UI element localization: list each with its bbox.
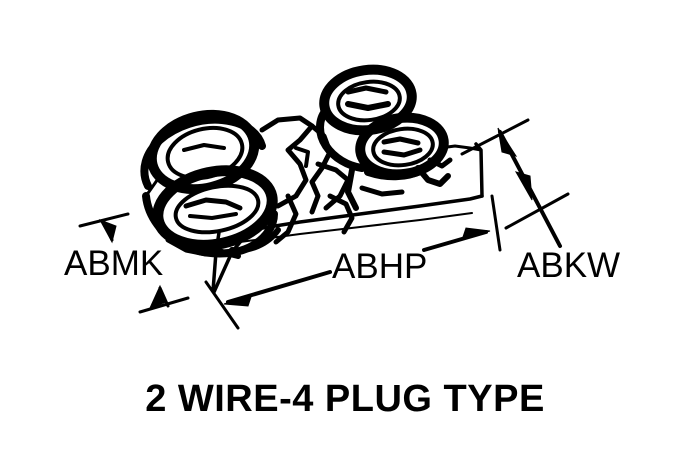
abkw-arrowhead-upper [497, 127, 518, 157]
abmk-extension-upper [78, 212, 130, 228]
ridge-left-wall [259, 115, 315, 209]
cast-texture-right-2 [427, 157, 453, 169]
plug-2-contact-detail [182, 143, 226, 152]
plug-1-inner-ring [173, 183, 261, 235]
plug-cluster-left [140, 109, 281, 259]
cast-texture-left-3 [195, 241, 241, 259]
plug-1-contact-detail-2 [188, 212, 238, 220]
plug-4-inner-ring [371, 126, 435, 168]
abmk-arrowhead-lower [149, 284, 167, 309]
plug-right-collar-upper [316, 106, 366, 172]
plug-right-skirt [345, 167, 359, 211]
plug-left-collar-lower [142, 192, 278, 258]
plug-4-contact-detail-2 [381, 147, 423, 158]
abhp-extension-right [490, 194, 502, 252]
plug-left-collar-edge [229, 227, 281, 254]
cast-texture-left-2 [156, 216, 170, 234]
abmk-extension-lower [138, 296, 190, 314]
cast-texture-right-1 [359, 185, 405, 197]
plug-3-contact-detail [345, 85, 389, 95]
figure-caption: 2 WIRE-4 PLUG TYPE [145, 378, 545, 420]
abkw-extension-lower [504, 192, 570, 230]
plug-cluster-right [316, 64, 453, 211]
plug-left-collar [140, 115, 266, 190]
dimension-abmk [78, 212, 190, 314]
cast-texture-left-1 [165, 237, 209, 257]
wire-channel-2 [327, 193, 355, 235]
ridge-bottom-fin [273, 193, 299, 245]
abhp-extension-left [204, 280, 240, 330]
abmk-arrowhead-upper [98, 219, 117, 244]
dimension-abkw [460, 118, 570, 248]
plug-1-contact-detail [183, 197, 243, 211]
abkw-arrowhead-lower [514, 171, 533, 201]
abhp-arrowhead-left [223, 293, 253, 307]
abhp-arrowhead-right [461, 227, 491, 241]
plug-4-contact-detail [381, 136, 421, 146]
dimension-label-abkw: ABKW [517, 246, 621, 285]
dimension-label-abmk: ABMK [64, 244, 164, 283]
dimension-label-abhp: ABHP [332, 247, 428, 286]
ridge-center-slot [294, 146, 310, 168]
abkw-extension-upper [460, 118, 530, 156]
dimension-abhp [204, 194, 502, 330]
plug-3-contact-detail-2 [345, 101, 391, 111]
plug-right-skirt-2 [415, 165, 451, 187]
body-right-face [474, 142, 484, 198]
